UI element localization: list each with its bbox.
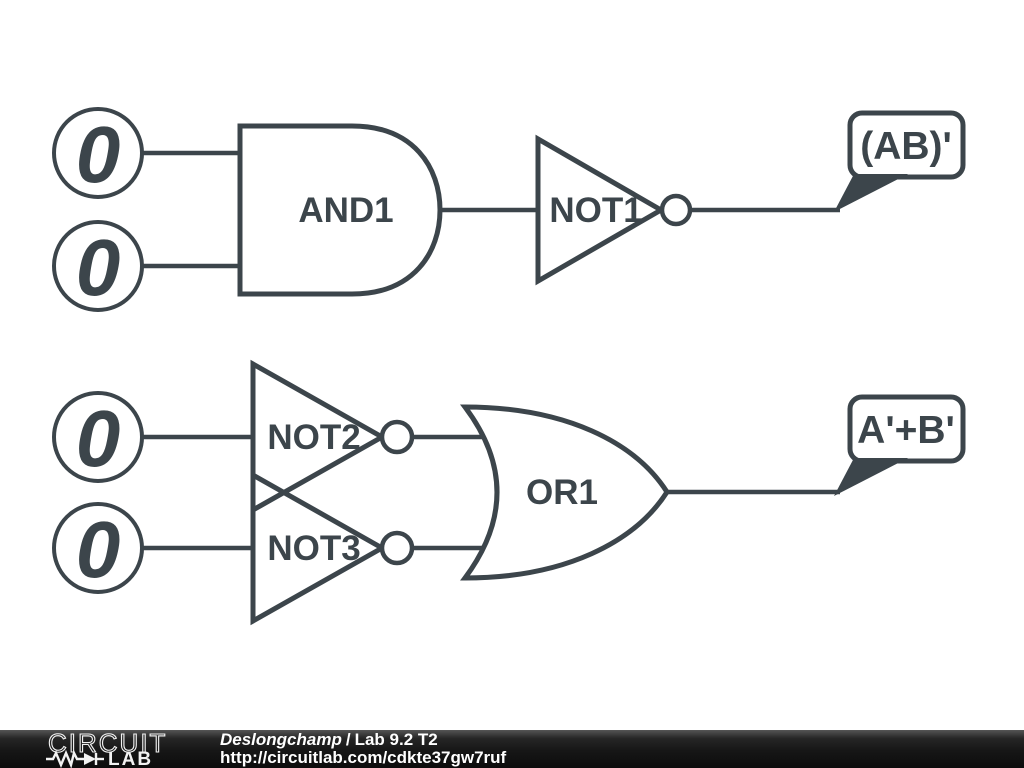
not2-gate[interactable]: NOT2 xyxy=(250,359,415,515)
output-flag-ab[interactable]: (AB)' xyxy=(834,110,966,212)
not2-label: NOT2 xyxy=(267,418,360,457)
not-gate-icon xyxy=(250,470,388,626)
author-name: Deslongchamp xyxy=(220,730,342,749)
credit-separator: / xyxy=(345,730,351,749)
source-value: 0 xyxy=(76,223,121,312)
credit-line: Deslongchamp/Lab 9.2 T2 xyxy=(220,731,506,749)
flag-ab-label: (AB)' xyxy=(860,125,952,168)
not-gate-icon xyxy=(250,359,388,515)
not2-body-fill xyxy=(253,364,382,510)
not1-inversion-bubble xyxy=(659,193,693,227)
not3-label: NOT3 xyxy=(267,529,360,568)
or-gate-icon xyxy=(459,404,670,581)
flag-tail xyxy=(834,458,908,496)
not1-label: NOT1 xyxy=(549,191,642,230)
source-circle-icon xyxy=(52,107,144,199)
circuitlab-logo: CIRCUIT LAB xyxy=(40,730,180,768)
not3-body-fill xyxy=(253,475,382,621)
and1-label: AND1 xyxy=(298,191,393,230)
logo-lab-text: LAB xyxy=(108,749,153,768)
source-circle-icon xyxy=(52,220,144,312)
footer-url: http://circuitlab.com/cdkte37gw7ruf xyxy=(220,748,507,767)
or1-gate[interactable]: OR1 xyxy=(459,404,670,581)
flag-box xyxy=(847,394,966,464)
not3-inversion-bubble xyxy=(379,530,415,566)
source-value: 0 xyxy=(76,505,121,594)
source-value: 0 xyxy=(76,110,121,199)
output-flag-a-plus-b[interactable]: A'+B' xyxy=(834,394,966,496)
flag-tail xyxy=(834,174,908,212)
not-gate-icon xyxy=(535,134,667,286)
source-circle-icon xyxy=(52,391,144,483)
logic-input-source-bottom-a[interactable]: 0 xyxy=(52,391,144,483)
source-value: 0 xyxy=(76,394,121,483)
and-gate-icon xyxy=(237,123,443,297)
not1-gate[interactable]: NOT1 xyxy=(535,134,693,286)
bottom-circuit: 0 0 NOT2 NOT3 xyxy=(52,359,966,626)
flag-box xyxy=(847,110,966,180)
footer-bar: CIRCUIT LAB Deslongchamp/Lab 9.2 T2 http… xyxy=(0,730,1024,768)
top-circuit: 0 0 AND1 NOT1 (AB)' xyxy=(52,107,966,312)
not2-inversion-bubble xyxy=(379,419,415,455)
resistor-diode-icon xyxy=(46,749,104,768)
logic-input-source-bottom-b[interactable]: 0 xyxy=(52,502,144,594)
source-circle-icon xyxy=(52,502,144,594)
or1-label: OR1 xyxy=(526,473,598,512)
logic-input-source-top-b[interactable]: 0 xyxy=(52,220,144,312)
footer-credit: Deslongchamp/Lab 9.2 T2 http://circuitla… xyxy=(220,731,506,767)
schematic-canvas: 0 0 AND1 NOT1 (AB)' xyxy=(52,107,966,626)
flag-a-plus-b-label: A'+B' xyxy=(857,409,955,452)
and1-gate[interactable]: AND1 xyxy=(237,123,443,297)
lab-title: Lab 9.2 T2 xyxy=(354,730,438,749)
logic-input-source-top-a[interactable]: 0 xyxy=(52,107,144,199)
